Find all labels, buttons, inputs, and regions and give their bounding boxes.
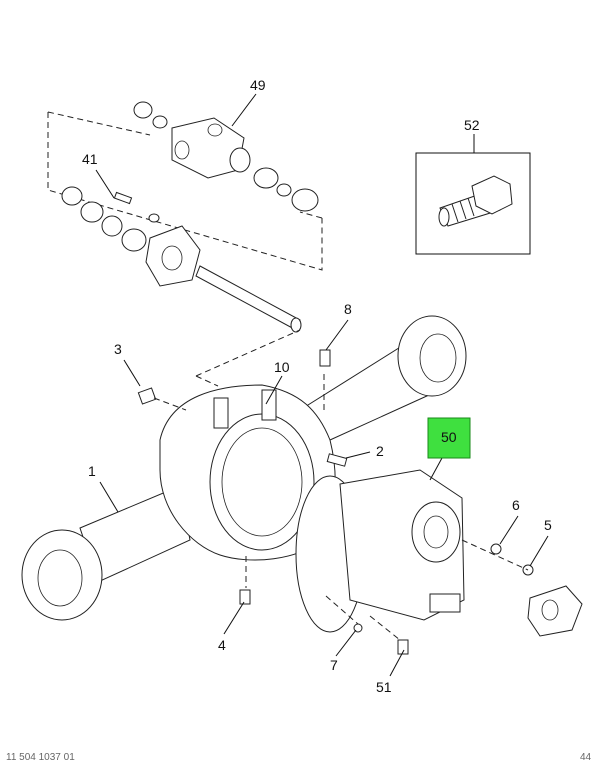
callout-49: 49 <box>250 77 266 93</box>
callout-labels: 1 2 3 4 5 6 7 8 10 41 49 50 51 52 <box>82 77 552 695</box>
callout-10: 10 <box>274 359 290 375</box>
callout-51: 51 <box>376 679 392 695</box>
footer-page-code: 44 <box>580 752 592 763</box>
assembly-lines <box>153 329 529 641</box>
callout-52: 52 <box>464 117 480 133</box>
callout-50[interactable]: 50 <box>441 429 457 445</box>
callout-6: 6 <box>512 497 520 513</box>
callout-7: 7 <box>330 657 338 673</box>
callout-41: 41 <box>82 151 98 167</box>
pinion-assembly <box>47 101 323 333</box>
output-yoke <box>527 585 583 637</box>
callout-3: 3 <box>114 341 122 357</box>
small-fasteners <box>137 349 534 655</box>
callout-1: 1 <box>88 463 96 479</box>
differential-carrier <box>295 469 465 633</box>
callout-8: 8 <box>344 301 352 317</box>
bolt-detail-box <box>415 152 531 255</box>
axle-housing <box>21 315 467 621</box>
callout-5: 5 <box>544 517 552 533</box>
callout-2: 2 <box>376 443 384 459</box>
leader-lines <box>95 93 549 677</box>
highlight-box-50[interactable] <box>427 417 471 459</box>
footer-part-code: 11 504 1037 01 <box>6 752 75 763</box>
callout-4: 4 <box>218 637 226 653</box>
